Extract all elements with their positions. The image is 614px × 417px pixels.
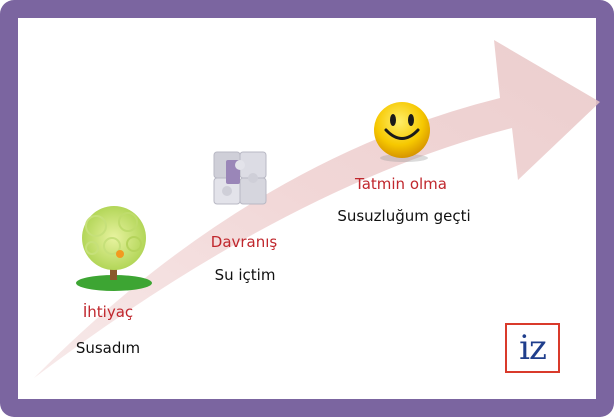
- step-title-satisfaction: Tatmin olma: [355, 175, 447, 193]
- step-description-behavior: Su içtim: [214, 266, 276, 284]
- logo-text: iz: [519, 328, 547, 368]
- step-description-need: Susadım: [75, 339, 141, 357]
- puzzle-icon: [213, 151, 267, 205]
- smiley-icon: [374, 102, 430, 162]
- growth-arrow: [34, 40, 600, 378]
- iz-logo: iz: [505, 323, 560, 373]
- step-description-satisfaction: Susuzluğum geçti: [337, 207, 471, 225]
- tree-icon: [76, 206, 152, 291]
- step-title-behavior: Davranış: [210, 233, 278, 251]
- step-title-need: İhtiyaç: [82, 303, 134, 321]
